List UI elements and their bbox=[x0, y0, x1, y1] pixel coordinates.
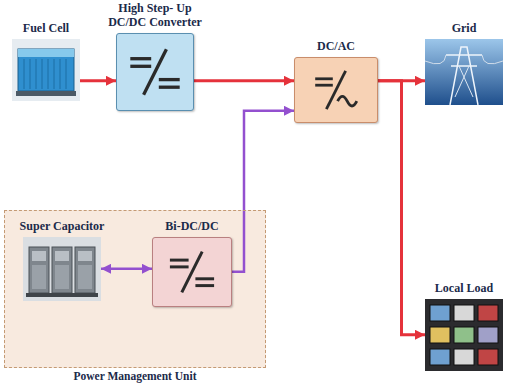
supercap-part bbox=[29, 247, 49, 293]
supercap-part bbox=[32, 251, 46, 261]
dcdc-part bbox=[130, 64, 151, 67]
load-part bbox=[478, 349, 498, 365]
region-label: Power Management Unit bbox=[4, 370, 266, 382]
supercap-part bbox=[75, 247, 95, 293]
local-load-node: Local Load bbox=[425, 282, 503, 371]
dcdc-shape bbox=[152, 237, 232, 307]
node-label: Grid bbox=[452, 22, 477, 36]
dcdc-part bbox=[195, 284, 214, 287]
main-power-line bbox=[80, 79, 116, 82]
inverter-box: DC/AC bbox=[294, 40, 378, 123]
node-label: Fuel Cell bbox=[23, 22, 69, 36]
supercapacitor-node: Super Capacitor bbox=[20, 220, 105, 301]
storage-power-line bbox=[232, 111, 294, 272]
load-part bbox=[430, 327, 450, 343]
converter-box: High Step- Up DC/DC Converter bbox=[101, 2, 209, 111]
load-part bbox=[430, 305, 450, 321]
supercap-part bbox=[26, 293, 98, 297]
dcac-symbol bbox=[295, 58, 377, 122]
supercap-part bbox=[78, 265, 92, 289]
node-label: Local Load bbox=[435, 282, 493, 296]
grid-symbol bbox=[425, 39, 503, 105]
supercap-part bbox=[23, 237, 101, 301]
supercap-part bbox=[52, 247, 72, 293]
fuelcell-part bbox=[36, 59, 37, 89]
dcdc-part bbox=[130, 57, 151, 60]
load-part bbox=[430, 349, 450, 365]
fuelcell-part bbox=[48, 59, 49, 89]
dcac-part bbox=[315, 84, 333, 87]
fuelcell-part bbox=[12, 39, 80, 101]
fuel-cell-node: Fuel Cell bbox=[12, 22, 80, 101]
region-fill bbox=[4, 210, 266, 368]
node-label: DC/AC bbox=[317, 40, 355, 54]
grid-node: Grid bbox=[425, 22, 503, 105]
load-part bbox=[454, 349, 474, 365]
node-label: Super Capacitor bbox=[20, 220, 105, 234]
dcac-part bbox=[326, 71, 345, 109]
management-region: Power Management Unit Super Capacitor Bi-D… bbox=[4, 210, 266, 386]
dcdc-shape bbox=[116, 33, 194, 111]
load-symbol bbox=[425, 299, 503, 371]
supercap-shape bbox=[23, 237, 101, 301]
load-shape bbox=[425, 299, 503, 371]
grid-part bbox=[459, 66, 473, 97]
load-part bbox=[478, 305, 498, 321]
load-part bbox=[425, 299, 503, 371]
grid-part bbox=[482, 55, 503, 64]
main-power-line bbox=[378, 81, 425, 335]
dcdc-part bbox=[195, 277, 214, 280]
fuelcell-part bbox=[24, 59, 25, 89]
node-label: High Step- Up DC/DC Converter bbox=[101, 2, 209, 30]
fuelcell-part bbox=[60, 59, 61, 89]
fuelcell-shape bbox=[12, 39, 80, 101]
grid-part bbox=[451, 65, 477, 67]
dcdc-part bbox=[170, 258, 189, 261]
fuelcell-part bbox=[16, 91, 76, 96]
grid-shape bbox=[425, 39, 503, 105]
grid-part bbox=[446, 54, 482, 56]
fuelcell-part bbox=[42, 59, 43, 89]
supercap-part bbox=[32, 265, 46, 289]
supercap-part bbox=[55, 265, 69, 289]
grid-part bbox=[425, 39, 503, 105]
load-part bbox=[454, 305, 474, 321]
fuelcell-part bbox=[18, 49, 74, 91]
supercap-symbol bbox=[23, 237, 101, 301]
dcac-part bbox=[338, 96, 357, 106]
main-power-line bbox=[194, 79, 294, 82]
grid-part bbox=[455, 66, 469, 97]
supercap-part bbox=[55, 251, 69, 261]
load-part bbox=[478, 327, 498, 343]
grid-part bbox=[425, 55, 446, 64]
fuelcell-part bbox=[30, 59, 31, 89]
dcdc-symbol bbox=[117, 34, 193, 110]
dcdc-symbol bbox=[153, 238, 231, 306]
storage-power-line bbox=[101, 268, 152, 271]
bidirectional-converter-box: Bi-DC/DC bbox=[152, 220, 232, 307]
fuelcell-part bbox=[18, 49, 74, 57]
node-label: Bi-DC/DC bbox=[165, 220, 218, 234]
load-part bbox=[454, 327, 474, 343]
dcac-part bbox=[315, 77, 333, 80]
supercap-part bbox=[78, 251, 92, 261]
fuelcell-symbol bbox=[12, 39, 80, 101]
dcdc-part bbox=[159, 85, 180, 88]
dcac-shape bbox=[294, 57, 378, 123]
fuelcell-part bbox=[66, 59, 67, 89]
dcdc-part bbox=[170, 265, 189, 268]
dcdc-part bbox=[159, 78, 180, 81]
fuelcell-part bbox=[54, 59, 55, 89]
